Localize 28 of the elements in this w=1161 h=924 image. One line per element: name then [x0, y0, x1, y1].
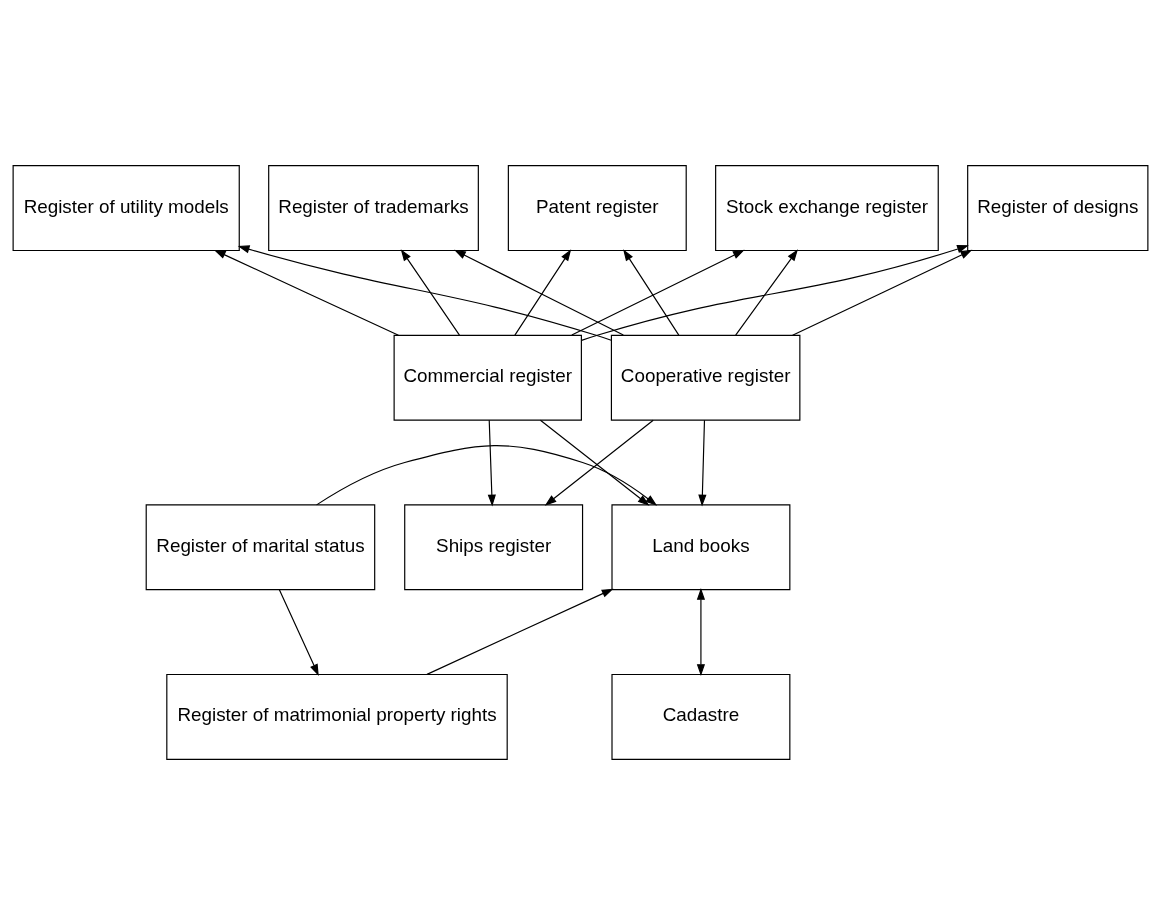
- arrow: [696, 587, 706, 676]
- arrow: [426, 588, 614, 675]
- node-box: Register of matrimonial property rights: [166, 673, 508, 760]
- arrow: [400, 248, 461, 336]
- arrow: [487, 419, 496, 506]
- node-box: Register of trademarks: [268, 164, 479, 251]
- node-box: Register of utility models: [12, 164, 240, 251]
- node-box: Stock exchange register: [715, 164, 939, 251]
- node-box: Land books: [611, 503, 791, 590]
- arrow: [623, 248, 680, 336]
- node-box: Register of marital status: [145, 503, 376, 590]
- node-box: Cadastre: [611, 673, 791, 760]
- node-box: Patent register: [507, 164, 687, 251]
- arrow: [454, 249, 624, 336]
- arrow: [514, 248, 572, 336]
- arrow: [571, 249, 745, 336]
- arrow: [581, 244, 969, 341]
- arrow: [213, 249, 400, 336]
- arrow: [316, 444, 658, 506]
- node-box: Cooperative register: [610, 334, 801, 421]
- arrow: [237, 244, 612, 341]
- arrow: [278, 588, 319, 676]
- arrow: [792, 249, 973, 336]
- node-box: Commercial register: [393, 334, 582, 421]
- node-box: Register of designs: [967, 164, 1149, 251]
- node-box: Ships register: [404, 503, 584, 590]
- arrow: [698, 419, 707, 506]
- arrow: [735, 248, 798, 336]
